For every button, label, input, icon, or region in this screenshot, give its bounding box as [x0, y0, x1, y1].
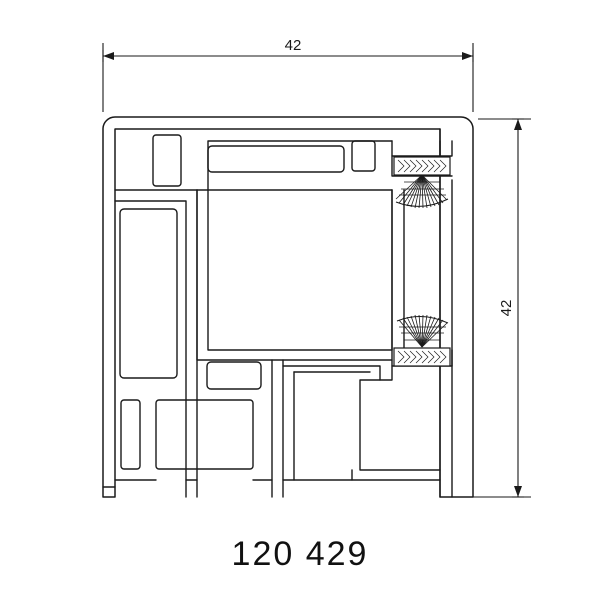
profile-outline — [102, 116, 474, 498]
dimension-right-text: 42 — [498, 300, 515, 317]
part-number-label: 120 429 — [231, 535, 369, 573]
profile-inner-walls — [102, 134, 453, 498]
dimension-top — [102, 43, 474, 112]
dimension-right — [470, 118, 531, 498]
brush-seal-top — [393, 156, 451, 209]
dimension-top-text: 42 — [285, 37, 302, 54]
profile-outer-detail — [439, 128, 453, 498]
brush-seal-mid — [393, 314, 451, 367]
